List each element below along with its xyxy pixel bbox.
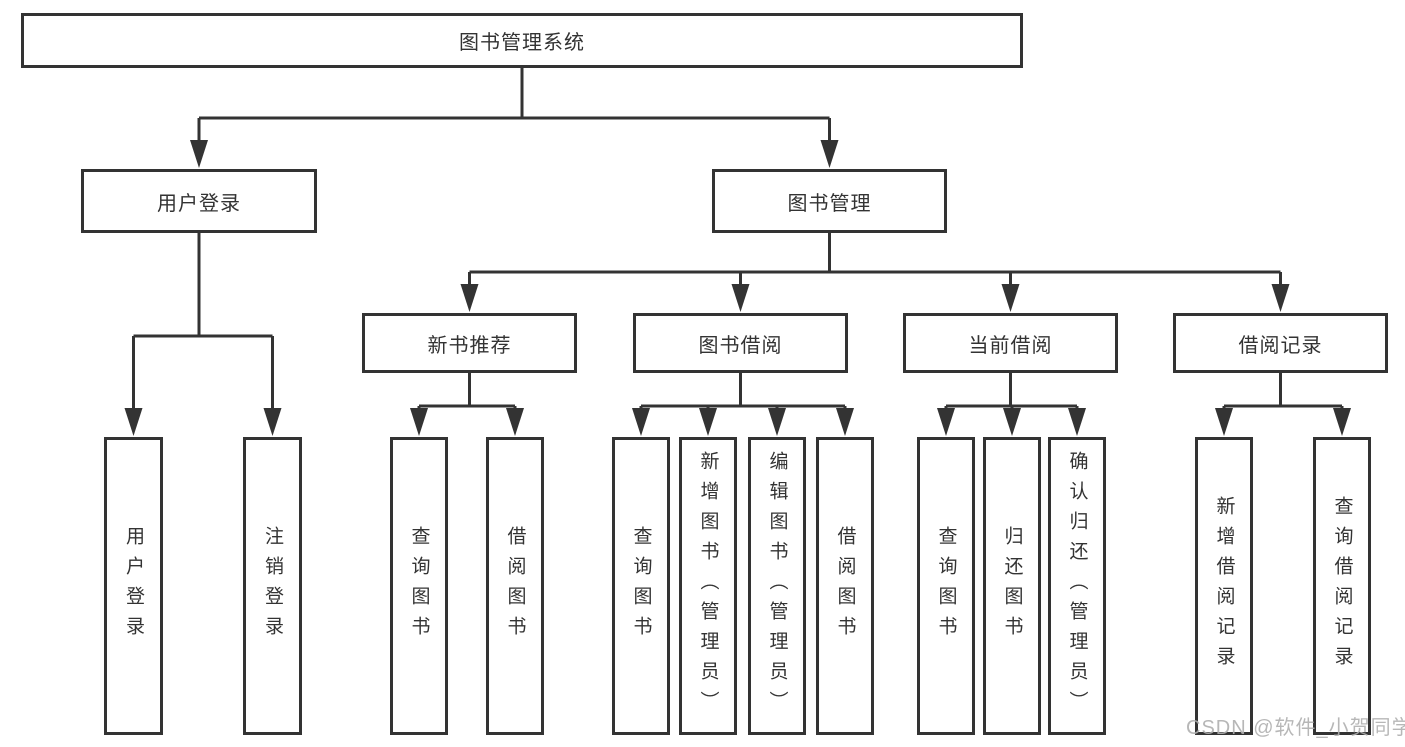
leaf-query-books-recommend-label: 查询图书 [408,526,430,646]
leaf-borrow-books-recommend: 借阅图书 [486,437,544,735]
leaf-edit-books-admin-label: 编辑图书（管理员） [766,451,788,721]
leaf-add-borrow-record: 新增借阅记录 [1195,437,1253,735]
node-new-book-recommend-label: 新书推荐 [427,334,512,357]
leaf-add-books-admin-label: 新增图书（管理员） [697,451,719,721]
leaf-query-books-current: 查询图书 [917,437,975,735]
leaf-query-books-borrowing-label: 查询图书 [630,526,652,646]
node-book-borrowing-label: 图书借阅 [698,334,783,357]
leaf-logout-label: 注销登录 [262,526,283,646]
leaf-user-login-label: 用户登录 [123,526,144,646]
leaf-logout: 注销登录 [243,437,302,735]
node-borrowing-records: 借阅记录 [1173,313,1388,373]
leaf-add-borrow-record-label: 新增借阅记录 [1213,496,1235,676]
node-book-management: 图书管理 [712,169,947,233]
leaf-user-login: 用户登录 [104,437,163,735]
node-library-system: 图书管理系统 [21,13,1023,68]
leaf-return-books: 归还图书 [983,437,1041,735]
leaf-query-borrow-record-label: 查询借阅记录 [1331,496,1353,676]
leaf-borrow-books: 借阅图书 [816,437,874,735]
leaf-borrow-books-label: 借阅图书 [834,526,856,646]
node-book-management-label: 图书管理 [787,192,872,215]
leaf-query-borrow-record: 查询借阅记录 [1313,437,1371,735]
leaf-confirm-return-admin: 确认归还（管理员） [1048,437,1106,735]
leaf-borrow-books-recommend-label: 借阅图书 [504,526,526,646]
node-current-borrowing: 当前借阅 [903,313,1118,373]
node-library-system-label: 图书管理系统 [459,32,585,54]
leaf-edit-books-admin: 编辑图书（管理员） [748,437,806,735]
node-user-login-label: 用户登录 [157,192,241,215]
node-book-borrowing: 图书借阅 [633,313,848,373]
node-borrowing-records-label: 借阅记录 [1238,334,1323,357]
leaf-confirm-return-admin-label: 确认归还（管理员） [1066,451,1088,721]
node-current-borrowing-label: 当前借阅 [968,334,1053,357]
leaf-query-books-borrowing: 查询图书 [612,437,670,735]
leaf-query-books-current-label: 查询图书 [935,526,957,646]
node-new-book-recommend: 新书推荐 [362,313,577,373]
node-user-login: 用户登录 [81,169,317,233]
leaf-query-books-recommend: 查询图书 [390,437,448,735]
leaf-add-books-admin: 新增图书（管理员） [679,437,737,735]
leaf-return-books-label: 归还图书 [1001,526,1023,646]
